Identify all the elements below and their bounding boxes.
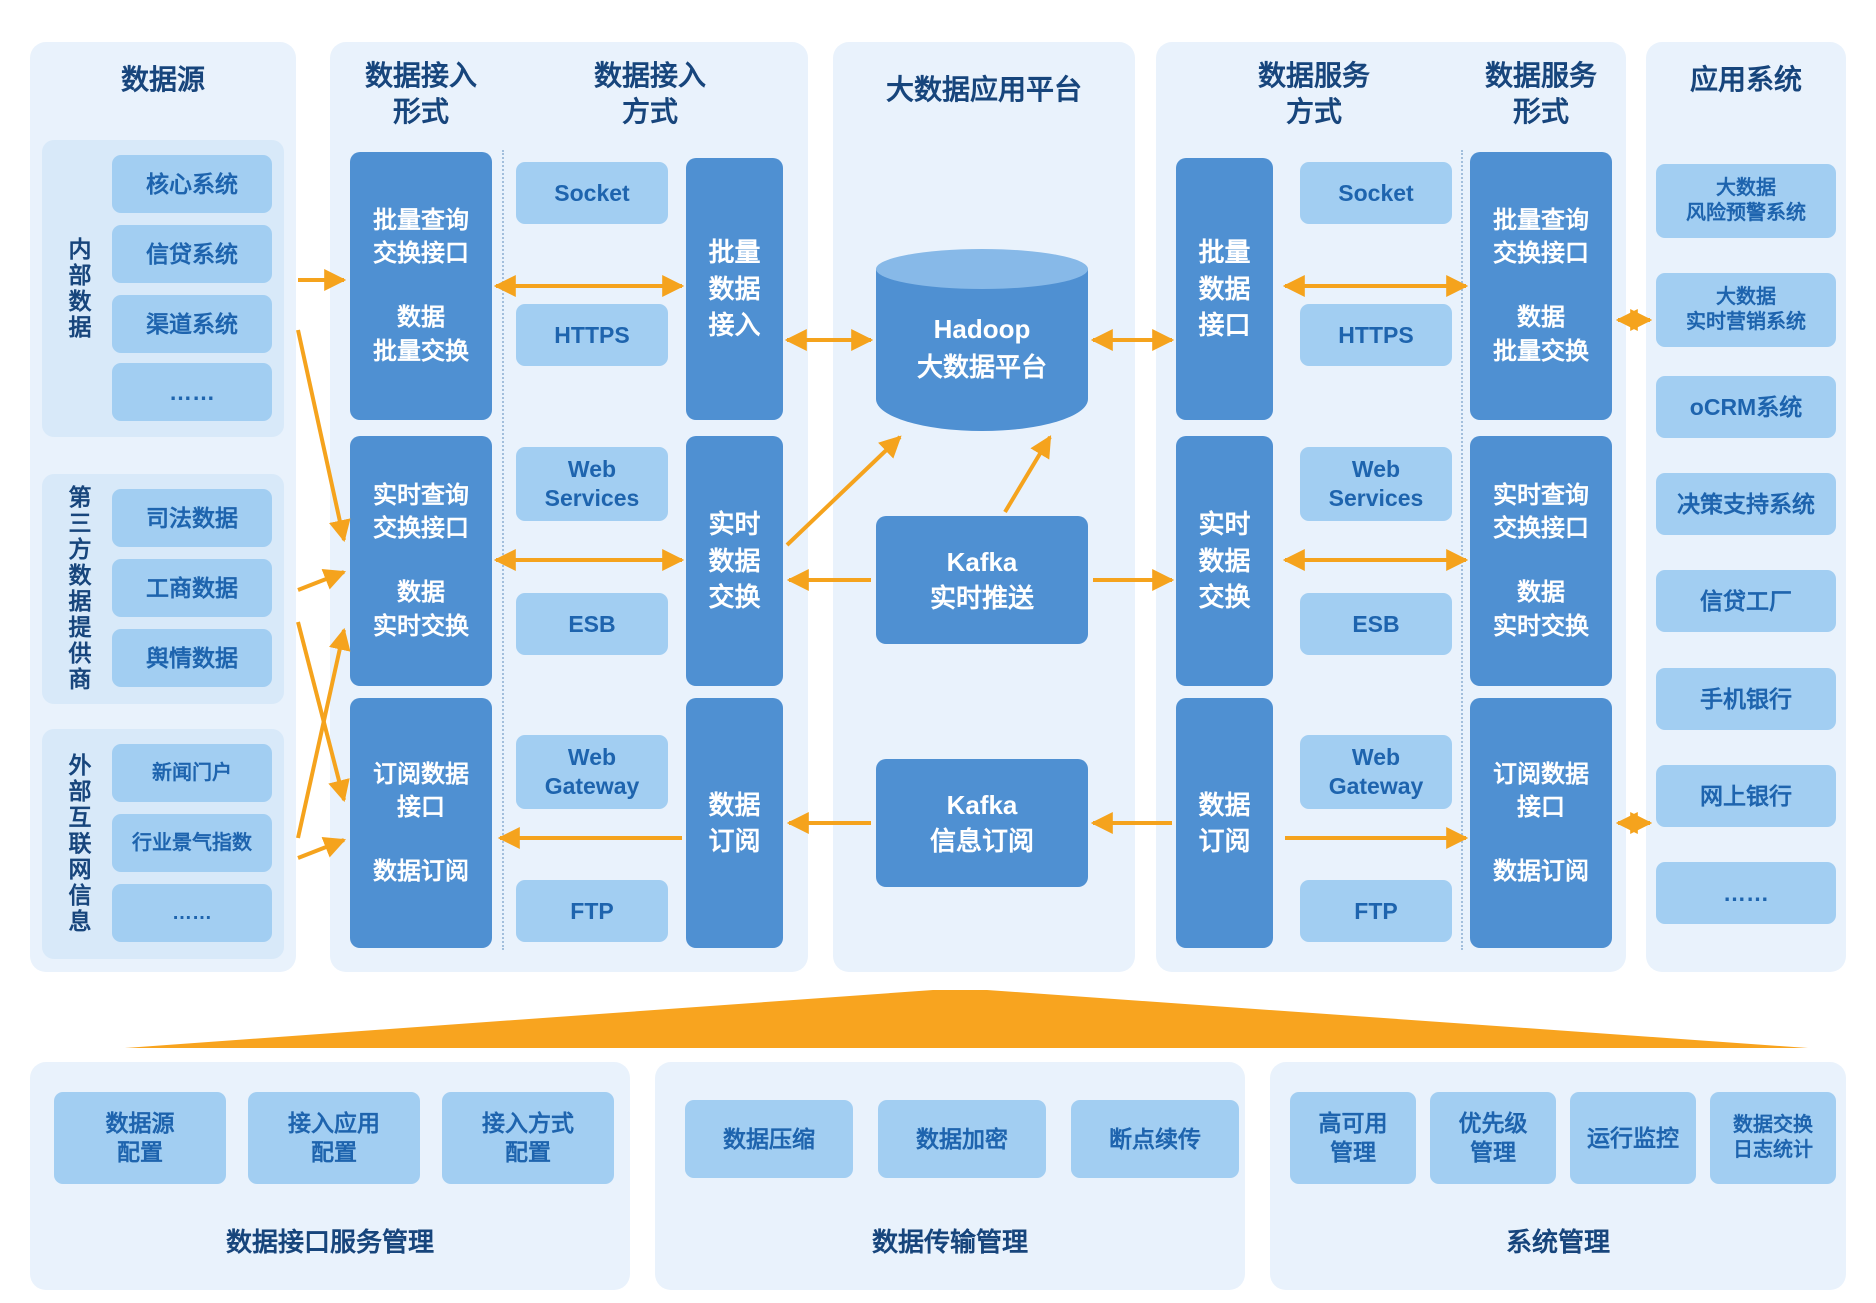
source-chip: 工商数据 — [112, 559, 272, 617]
source-chip: 行业景气指数 — [112, 814, 272, 872]
access-form-subscribe-bottom: 数据订阅 — [373, 857, 469, 885]
access-form-subscribe-box: 订阅数据 接口 数据订阅 — [350, 698, 492, 948]
source-chip: 新闻门户 — [112, 744, 272, 802]
batch-service-channel: 批量 数据 接口 — [1176, 158, 1273, 420]
kafka-push-box: Kafka 实时推送 — [876, 516, 1088, 644]
hadoop-cylinder: Hadoop 大数据平台 — [876, 249, 1088, 431]
mgmt-chip: 运行监控 — [1570, 1092, 1696, 1184]
mgmt-chip: 断点续传 — [1071, 1100, 1239, 1178]
protocol-chip: Socket — [516, 162, 668, 224]
mgmt-chip: 数据源 配置 — [54, 1092, 226, 1184]
source-chip: 核心系统 — [112, 155, 272, 213]
service-form-realtime-box: 实时查询 交换接口 数据 实时交换 — [1470, 436, 1612, 686]
mgmt-chip: 接入应用 配置 — [248, 1092, 420, 1184]
access-column-divider — [502, 150, 504, 950]
realtime-service-channel: 实时 数据 交换 — [1176, 436, 1273, 686]
subscribe-channel: 数据 订阅 — [686, 698, 783, 948]
source-chip: 信贷系统 — [112, 225, 272, 283]
hadoop-label: Hadoop 大数据平台 — [916, 314, 1047, 382]
protocol-chip: Web Gateway — [1300, 735, 1452, 809]
protocol-chip: Web Gateway — [516, 735, 668, 809]
protocol-chip: HTTPS — [516, 304, 668, 366]
mgmt-chip: 优先级 管理 — [1430, 1092, 1556, 1184]
mgmt-chip: 高可用 管理 — [1290, 1092, 1416, 1184]
mgmt-chip: 数据加密 — [878, 1100, 1046, 1178]
protocol-chip: FTP — [516, 880, 668, 942]
protocol-chip: Socket — [1300, 162, 1452, 224]
access-form-batch-top: 批量查询 交换接口 — [373, 206, 469, 268]
system-mgmt-label: 系统管理 — [1505, 1227, 1610, 1257]
source-chip: 渠道系统 — [112, 295, 272, 353]
mgmt-chip: 接入方式 配置 — [442, 1092, 614, 1184]
service-form-batch-box: 批量查询 交换接口 数据 批量交换 — [1470, 152, 1612, 420]
app-chip: 手机银行 — [1656, 668, 1836, 730]
applications-title: 应用系统 — [1689, 64, 1802, 95]
app-chip: 大数据 风险预警系统 — [1656, 164, 1836, 238]
access-method-title: 数据接入 方式 — [593, 60, 706, 128]
service-form-realtime-bottom: 数据 实时交换 — [1493, 579, 1589, 640]
access-form-realtime-box: 实时查询 交换接口 数据 实时交换 — [350, 436, 492, 686]
realtime-exchange-channel: 实时 数据 交换 — [686, 436, 783, 686]
source-chip: …… — [112, 363, 272, 421]
platform-title: 大数据应用平台 — [885, 74, 1082, 105]
access-form-subscribe-top: 订阅数据 接口 — [373, 760, 469, 822]
protocol-chip: ESB — [1300, 593, 1452, 655]
hadoop-cylinder-body — [876, 269, 1088, 431]
internal-data-label: 内部数据 — [65, 236, 91, 341]
batch-ingest-channel: 批量 数据 接入 — [686, 158, 783, 420]
service-form-title: 数据服务 形式 — [1484, 60, 1597, 128]
service-column-divider — [1461, 150, 1463, 950]
external-internet-label: 外部互联网信息 — [65, 753, 91, 935]
mgmt-chip: 数据交换 日志统计 — [1710, 1092, 1836, 1184]
access-form-realtime-bottom: 数据 实时交换 — [373, 579, 469, 640]
service-form-batch-top: 批量查询 交换接口 — [1493, 206, 1589, 268]
service-method-title: 数据服务 方式 — [1257, 60, 1370, 128]
app-chip: 网上银行 — [1656, 765, 1836, 827]
protocol-chip: HTTPS — [1300, 304, 1452, 366]
data-sources-title: 数据源 — [120, 64, 205, 95]
app-chip: 大数据 实时营销系统 — [1656, 273, 1836, 347]
source-chip: …… — [112, 884, 272, 942]
hadoop-cylinder-top — [876, 249, 1088, 289]
app-chip: …… — [1656, 862, 1836, 924]
service-form-realtime-top: 实时查询 交换接口 — [1493, 481, 1589, 543]
subscribe-service-channel: 数据 订阅 — [1176, 698, 1273, 948]
service-form-subscribe-bottom: 数据订阅 — [1493, 857, 1589, 885]
access-form-batch-box: 批量查询 交换接口 数据 批量交换 — [350, 152, 492, 420]
app-chip: oCRM系统 — [1656, 376, 1836, 438]
protocol-chip: Web Services — [516, 447, 668, 521]
source-chip: 舆情数据 — [112, 629, 272, 687]
interface-mgmt-label: 数据接口服务管理 — [225, 1227, 434, 1257]
app-chip: 信贷工厂 — [1656, 570, 1836, 632]
access-form-batch-bottom: 数据 批量交换 — [373, 304, 469, 365]
service-form-subscribe-box: 订阅数据 接口 数据订阅 — [1470, 698, 1612, 948]
protocol-chip: Web Services — [1300, 447, 1452, 521]
service-form-batch-bottom: 数据 批量交换 — [1493, 304, 1589, 365]
service-form-subscribe-top: 订阅数据 接口 — [1493, 760, 1589, 822]
protocol-chip: FTP — [1300, 880, 1452, 942]
access-form-title: 数据接入 形式 — [364, 60, 477, 128]
mgmt-chip: 数据压缩 — [685, 1100, 853, 1178]
foundation-triangle — [125, 990, 1808, 1048]
kafka-subscribe-box: Kafka 信息订阅 — [876, 759, 1088, 887]
transfer-mgmt-label: 数据传输管理 — [871, 1227, 1028, 1257]
app-chip: 决策支持系统 — [1656, 473, 1836, 535]
access-form-realtime-top: 实时查询 交换接口 — [373, 481, 469, 543]
source-chip: 司法数据 — [112, 489, 272, 547]
third-party-label: 第三方数据提供商 — [65, 485, 91, 693]
protocol-chip: ESB — [516, 593, 668, 655]
